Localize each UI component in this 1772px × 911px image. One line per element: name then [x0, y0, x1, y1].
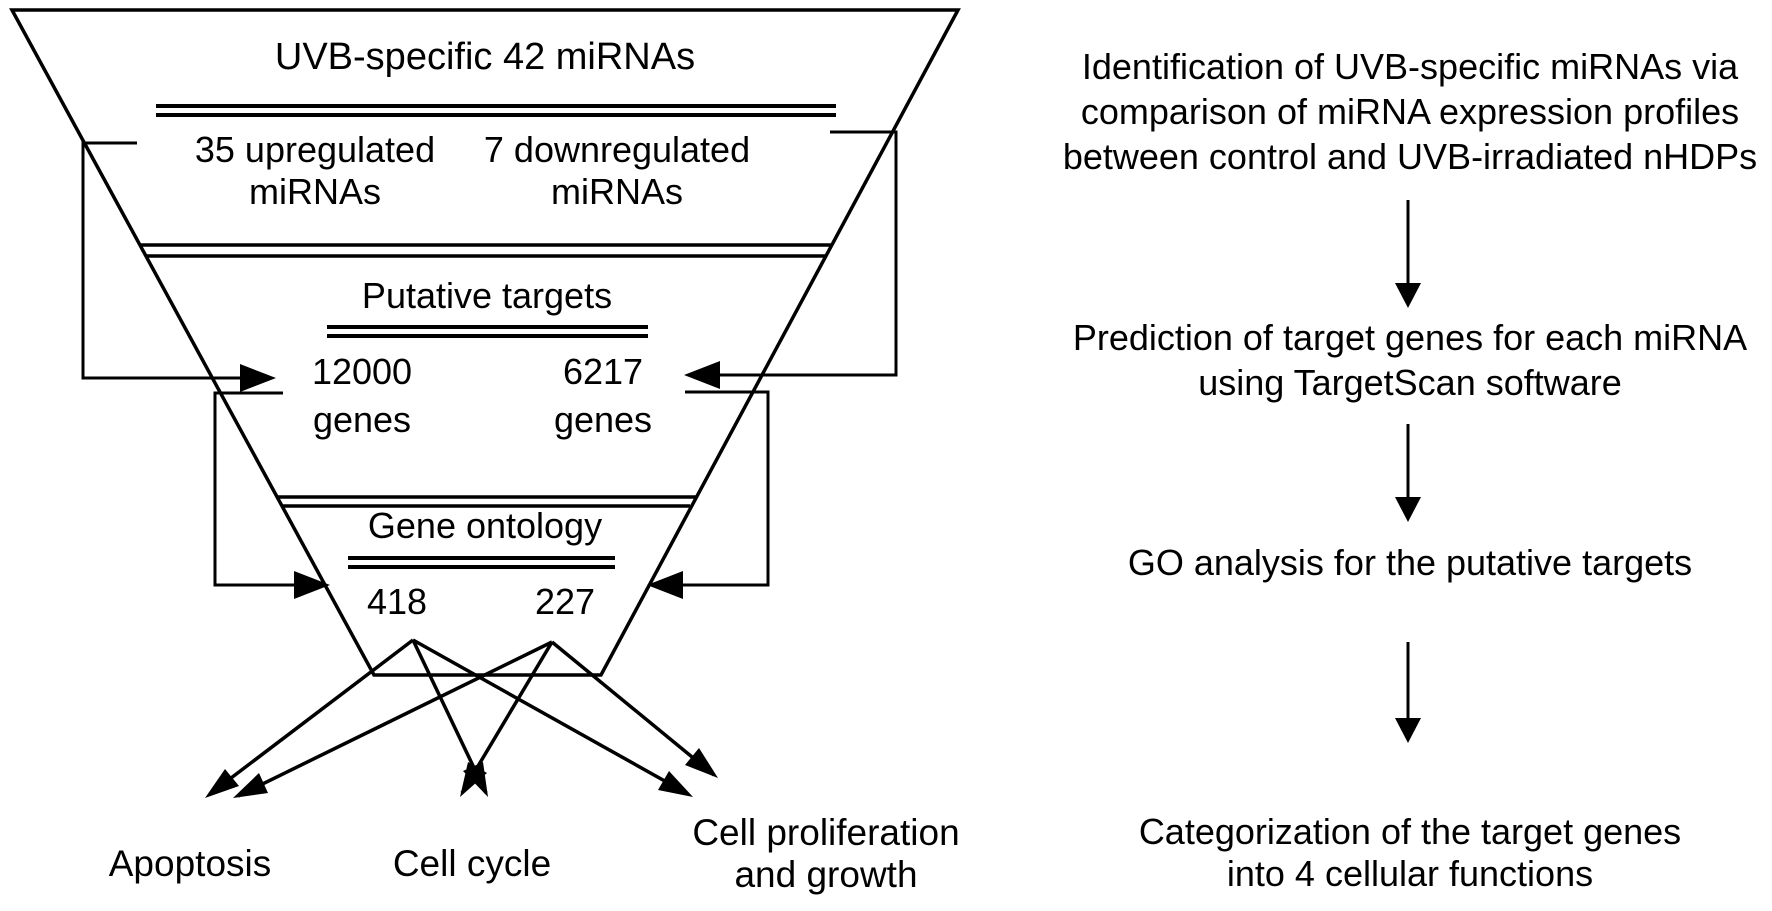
- arrow-227-to-apoptosis: [237, 640, 553, 798]
- funnel-outline: [9, 8, 961, 677]
- level3-left-count: 418: [366, 581, 428, 622]
- bracket-upregulated-to-12000: [81, 141, 248, 380]
- level1-downregulated-label: 7 downregulated miRNAs: [483, 129, 751, 212]
- title-underlines: [156, 104, 836, 569]
- step1-description: Identification of UVB-specific miRNAs vi…: [1062, 46, 1758, 177]
- level2-right-count: 6217 genes: [553, 351, 653, 440]
- bracket-downregulated-to-6217: [712, 130, 898, 377]
- arrowhead-proliferation-lower-icon: [658, 771, 693, 797]
- arrowhead-cellcycle-left-icon: [460, 762, 487, 797]
- arrowhead-step3-icon: [1395, 497, 1421, 522]
- funnel: [9, 8, 961, 677]
- level1-upregulated-label: 35 upregulated miRNAs: [194, 129, 436, 212]
- level3-title: Gene ontology: [367, 505, 603, 546]
- arrowhead-into-6217-icon: [684, 361, 720, 389]
- level2-left-count: 12000 genes: [311, 351, 413, 440]
- routing-brackets: [81, 130, 898, 587]
- step-flow-arrowheads: [1395, 283, 1421, 743]
- step3-description: GO analysis for the putative targets: [1127, 542, 1693, 583]
- arrowhead-into-418-icon: [294, 571, 330, 599]
- level2-title: Putative targets: [361, 275, 613, 316]
- outcome-apoptosis: Apoptosis: [108, 843, 272, 884]
- arrowhead-step2-icon: [1395, 283, 1421, 308]
- step4-description: Categorization of the target genes into …: [1138, 811, 1682, 894]
- arrow-227-to-proliferation: [550, 640, 716, 777]
- arrow-418-to-proliferation: [412, 638, 689, 796]
- outcome-cell-proliferation: Cell proliferation and growth: [692, 812, 960, 895]
- arrowhead-step4-icon: [1395, 718, 1421, 743]
- bracket-6217-to-227: [675, 390, 770, 587]
- arrowhead-into-227-icon: [647, 571, 683, 599]
- bracket-arrowheads: [240, 361, 720, 599]
- arrowhead-apoptosis-left-icon: [205, 769, 239, 798]
- level3-right-count: 227: [534, 581, 596, 622]
- fan-arrows: [208, 638, 716, 798]
- bracket-12000-to-418: [213, 391, 302, 587]
- outcome-cell-cycle: Cell cycle: [392, 843, 552, 884]
- arrow-418-to-apoptosis: [208, 638, 415, 796]
- arrowhead-into-12000-icon: [240, 364, 276, 392]
- arrowhead-proliferation-upper-icon: [685, 748, 718, 778]
- level1-title: UVB-specific 42 miRNAs: [274, 36, 696, 78]
- fan-arrowheads: [205, 748, 718, 798]
- arrowhead-apoptosis-right-icon: [233, 773, 268, 798]
- step2-description: Prediction of target genes for each miRN…: [1072, 317, 1748, 403]
